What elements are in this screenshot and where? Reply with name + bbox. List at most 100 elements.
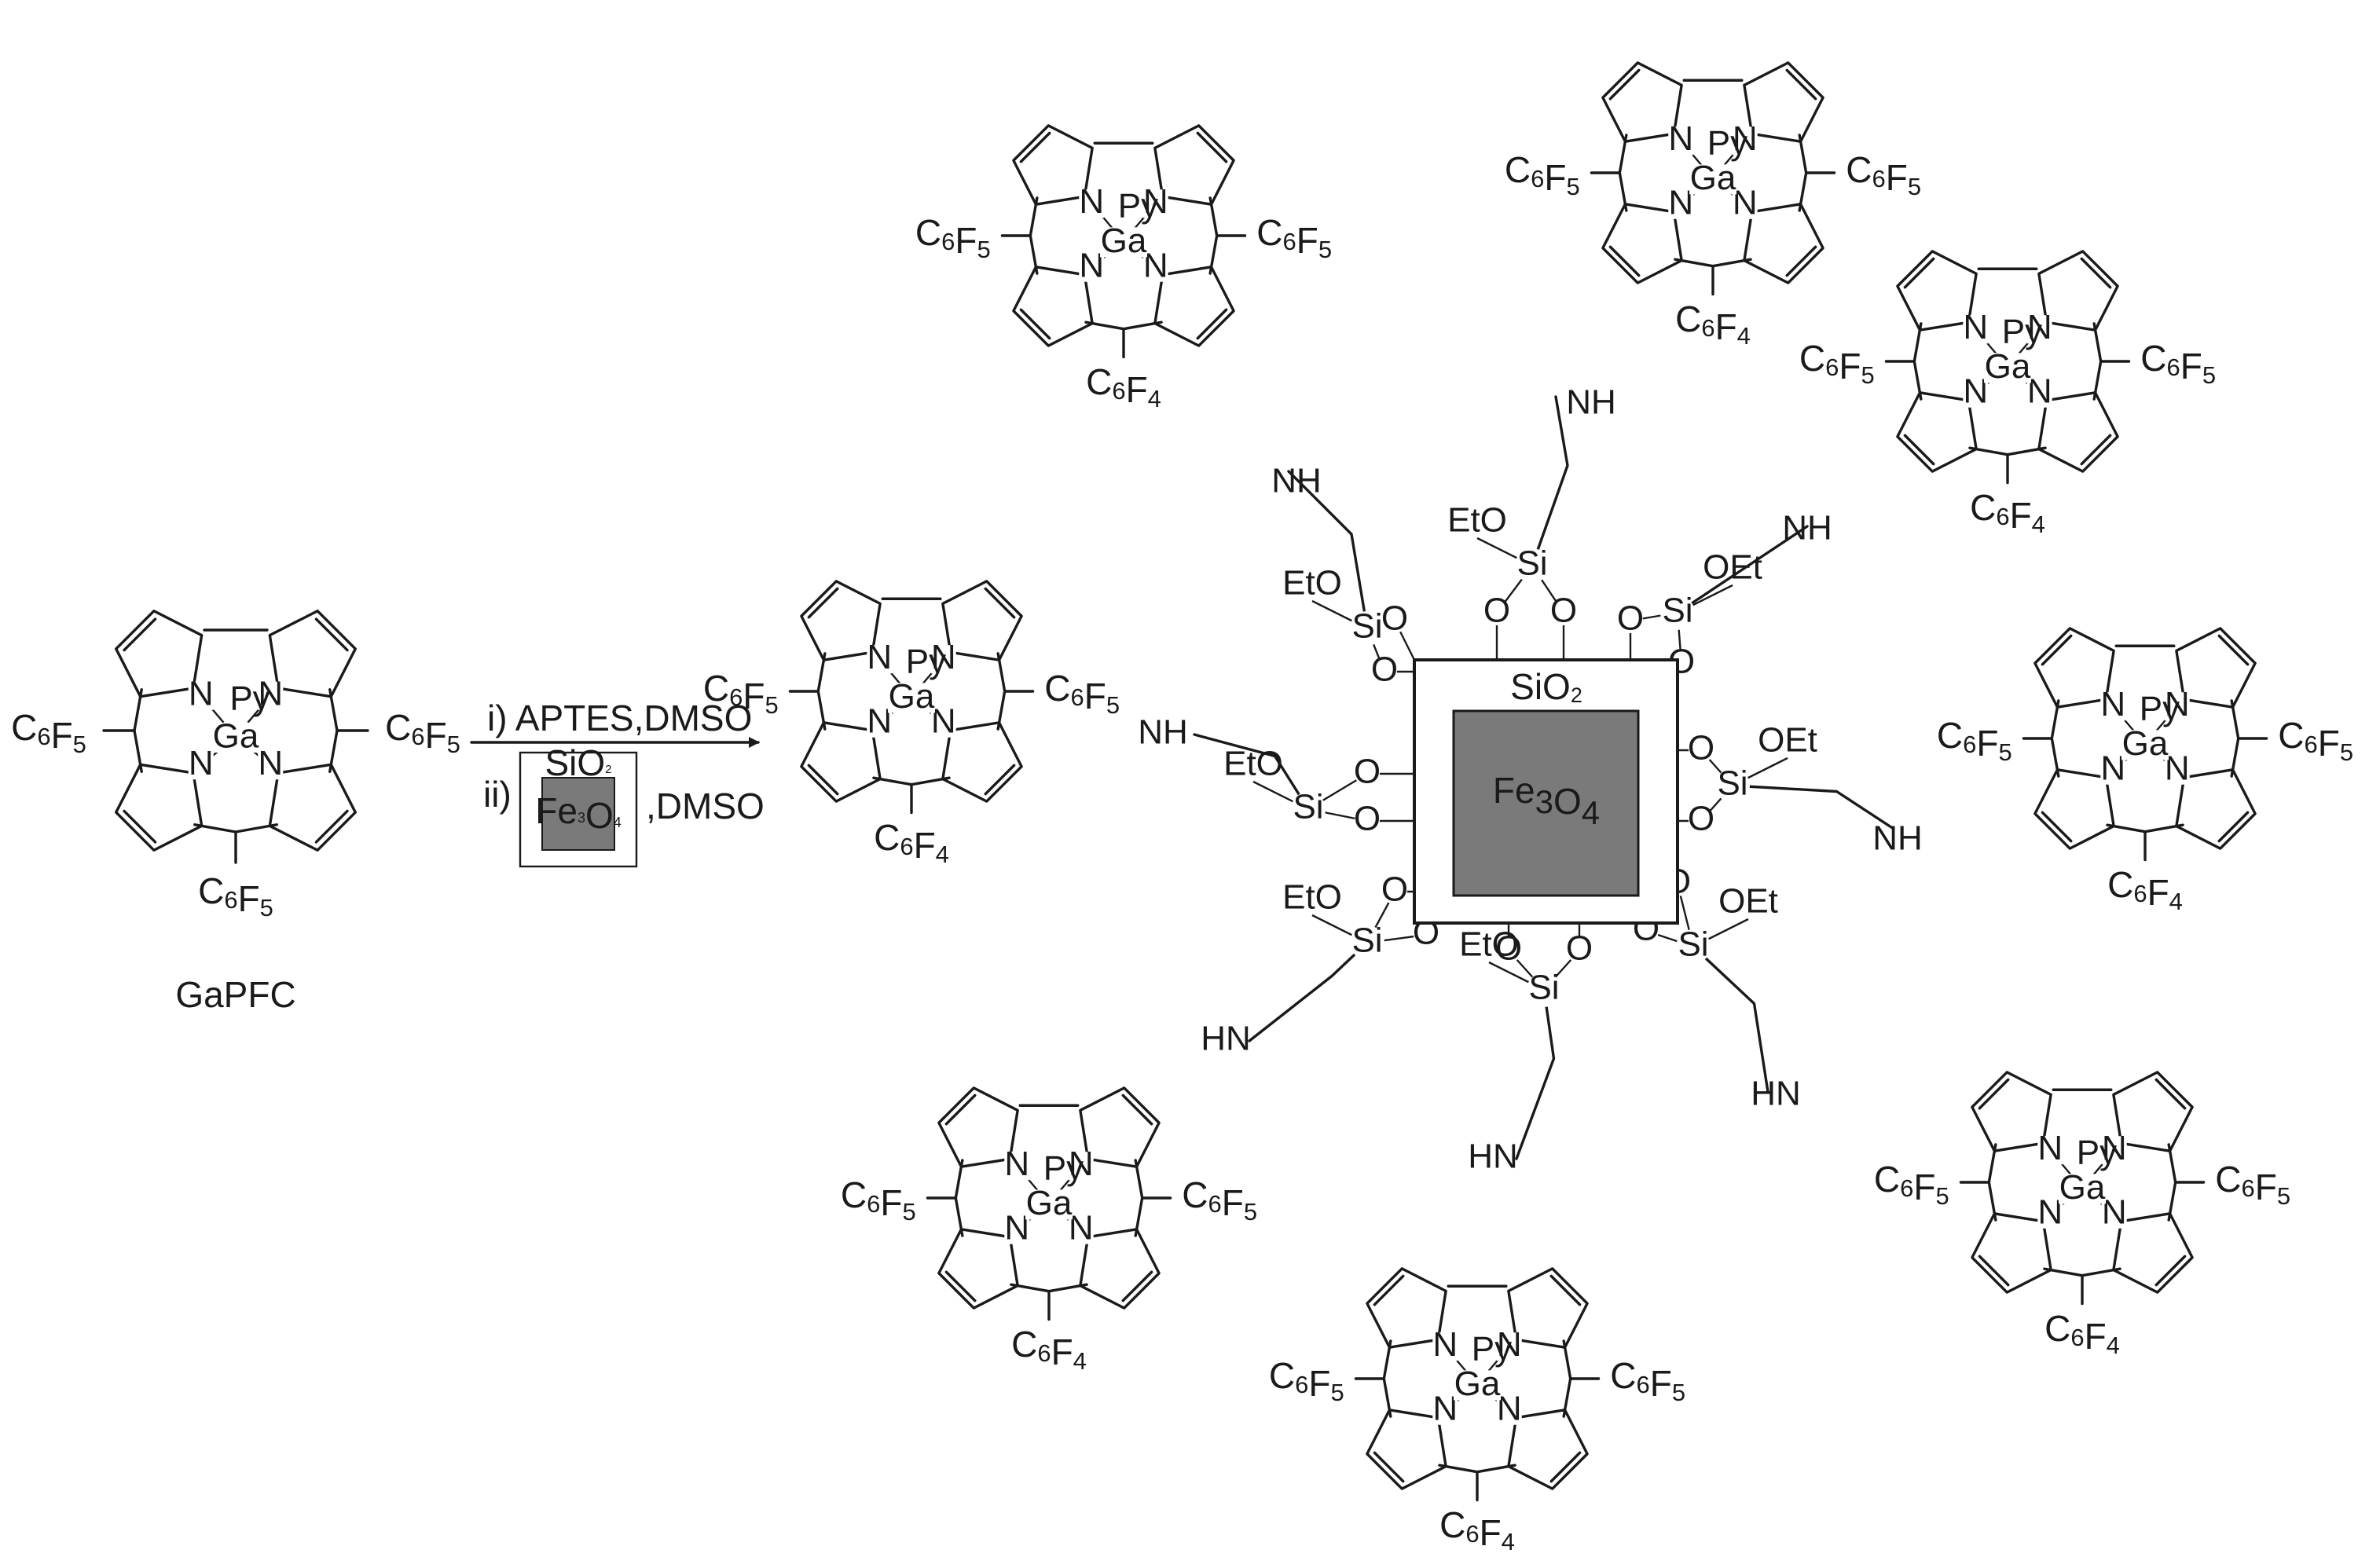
subscript: 4 xyxy=(1073,1347,1087,1375)
label-mask xyxy=(1484,600,1509,625)
subscript: 5 xyxy=(1567,173,1580,200)
nitrogen-atom: N xyxy=(1079,182,1104,221)
double-bond xyxy=(2154,1078,2187,1110)
oxygen-atom: O xyxy=(1354,753,1381,791)
pyrrole-ring xyxy=(1366,1409,1447,1490)
oxygen-atom: O xyxy=(1483,592,1510,630)
iron-oxide-core xyxy=(1452,709,1640,897)
pyrrole-ring xyxy=(268,763,357,852)
formula-text: F xyxy=(1084,676,1106,716)
subscript: 5 xyxy=(1318,236,1332,263)
nitrogen-atom: N xyxy=(1432,1389,1458,1427)
pyridine-ligand: Py xyxy=(906,643,946,681)
pentafluorophenyl-group: C6F5 xyxy=(1937,715,2012,766)
nitrogen-atom: N xyxy=(1733,183,1758,222)
nitrogen-atom: N xyxy=(1668,119,1693,158)
ethoxy-group: EtO xyxy=(1459,925,1519,964)
pyrrole-ring xyxy=(1079,1086,1161,1168)
propyl-chain xyxy=(1531,395,1569,567)
formula-text: C xyxy=(11,707,37,748)
silicon-atom: Si xyxy=(1662,592,1692,630)
label-mask xyxy=(1355,761,1380,786)
gallium-atom: Ga xyxy=(2122,724,2169,763)
formula-text: C xyxy=(1874,1159,1900,1200)
nitrogen-atom: N xyxy=(1432,1325,1458,1364)
pyrrole-ring xyxy=(1601,61,1683,143)
nitrogen-atom: N xyxy=(1143,246,1168,284)
double-bond xyxy=(944,1270,977,1302)
tetrafluorophenylene-group: C6F4 xyxy=(1439,1504,1515,1555)
subscript: 6 xyxy=(1900,1174,1913,1202)
label-mask xyxy=(188,751,214,780)
subscript: 5 xyxy=(1244,1198,1257,1225)
pyrrole-ring xyxy=(1896,250,1978,332)
amine-group: NH xyxy=(1566,383,1616,422)
subscript: 6 xyxy=(729,683,743,711)
formula-text: F xyxy=(955,220,977,261)
formula-text: i xyxy=(1535,666,1542,707)
pyrrole-ring xyxy=(1507,1267,1589,1349)
nitrogen-atom: N xyxy=(2102,1129,2127,1167)
pentafluorophenyl-group: C6F5 xyxy=(1846,149,1921,200)
subscript: 5 xyxy=(1106,691,1120,719)
formula-text: C xyxy=(1269,1355,1295,1396)
label-mask xyxy=(867,709,893,738)
label-mask xyxy=(1004,1215,1030,1244)
subscript: 5 xyxy=(2340,738,2353,766)
ethoxy-group: OEt xyxy=(1718,882,1778,921)
pyrrole-ring xyxy=(1971,1071,2052,1152)
nitrogen-atom: N xyxy=(2100,749,2125,787)
subscript: 6 xyxy=(1825,354,1839,381)
inset-core-label: Fe3O4 xyxy=(535,790,622,836)
formula-text: C xyxy=(841,1174,867,1215)
pyrrole-ring xyxy=(800,721,882,803)
nitrogen-atom: N xyxy=(189,674,214,713)
label-mask xyxy=(2100,756,2126,785)
pentafluorophenyl-group: C6F5 xyxy=(2215,1159,2290,1210)
subscript: 5 xyxy=(977,236,991,263)
nitrogen-atom: N xyxy=(2027,308,2052,346)
pentafluorophenyl-group: C6F5 xyxy=(1044,668,1120,719)
label-mask xyxy=(1291,792,1326,826)
nitrogen-atom: N xyxy=(931,638,956,676)
subscript: 6 xyxy=(2304,731,2317,758)
label-mask xyxy=(2026,315,2052,344)
oxygen-atom: O xyxy=(1550,592,1577,630)
pyrrole-ring xyxy=(2112,1212,2194,1294)
pyrrole-ring xyxy=(268,610,357,698)
subscript: 6 xyxy=(224,886,237,914)
formula-text: C xyxy=(915,212,941,253)
double-bond xyxy=(1903,434,1935,466)
double-bond xyxy=(1903,257,1935,289)
formula-text: F xyxy=(880,1182,902,1223)
oxygen-atom: O xyxy=(1371,650,1398,689)
subscript: 6 xyxy=(2166,354,2180,381)
formula-text: C xyxy=(1610,1355,1636,1396)
label-mask xyxy=(1668,190,1694,219)
nitrogen-atom: N xyxy=(1497,1389,1522,1427)
double-bond xyxy=(1373,1451,1405,1483)
subscript: 6 xyxy=(1208,1190,1221,1218)
subscript: 5 xyxy=(2202,361,2216,389)
pyrrole-ring xyxy=(2112,1071,2194,1152)
pyrrole-ring xyxy=(1366,1267,1447,1349)
tetrafluorophenylene-group: C6F4 xyxy=(874,817,949,868)
iron-oxide-core-label: Fe3O4 xyxy=(1493,770,1600,831)
silicon-atom: Si xyxy=(1516,544,1547,583)
formula-text: C xyxy=(2107,864,2133,905)
pyrrole-ring xyxy=(2033,768,2115,850)
formula-text: C xyxy=(1044,668,1070,709)
pentafluorophenyl-group: C6F5 xyxy=(385,707,460,758)
nitrogen-atom: N xyxy=(258,744,283,782)
pyrrole-ring xyxy=(1153,266,1235,347)
pyrrole-ring xyxy=(1012,124,1094,206)
pyrrole-ring xyxy=(2037,250,2119,332)
formula-text: O xyxy=(577,742,605,783)
pyrrole-ring xyxy=(1079,1228,1161,1310)
propyl-chain xyxy=(1676,525,1809,614)
amine-group: NH xyxy=(1782,509,1832,548)
formula-text: F xyxy=(238,878,260,919)
